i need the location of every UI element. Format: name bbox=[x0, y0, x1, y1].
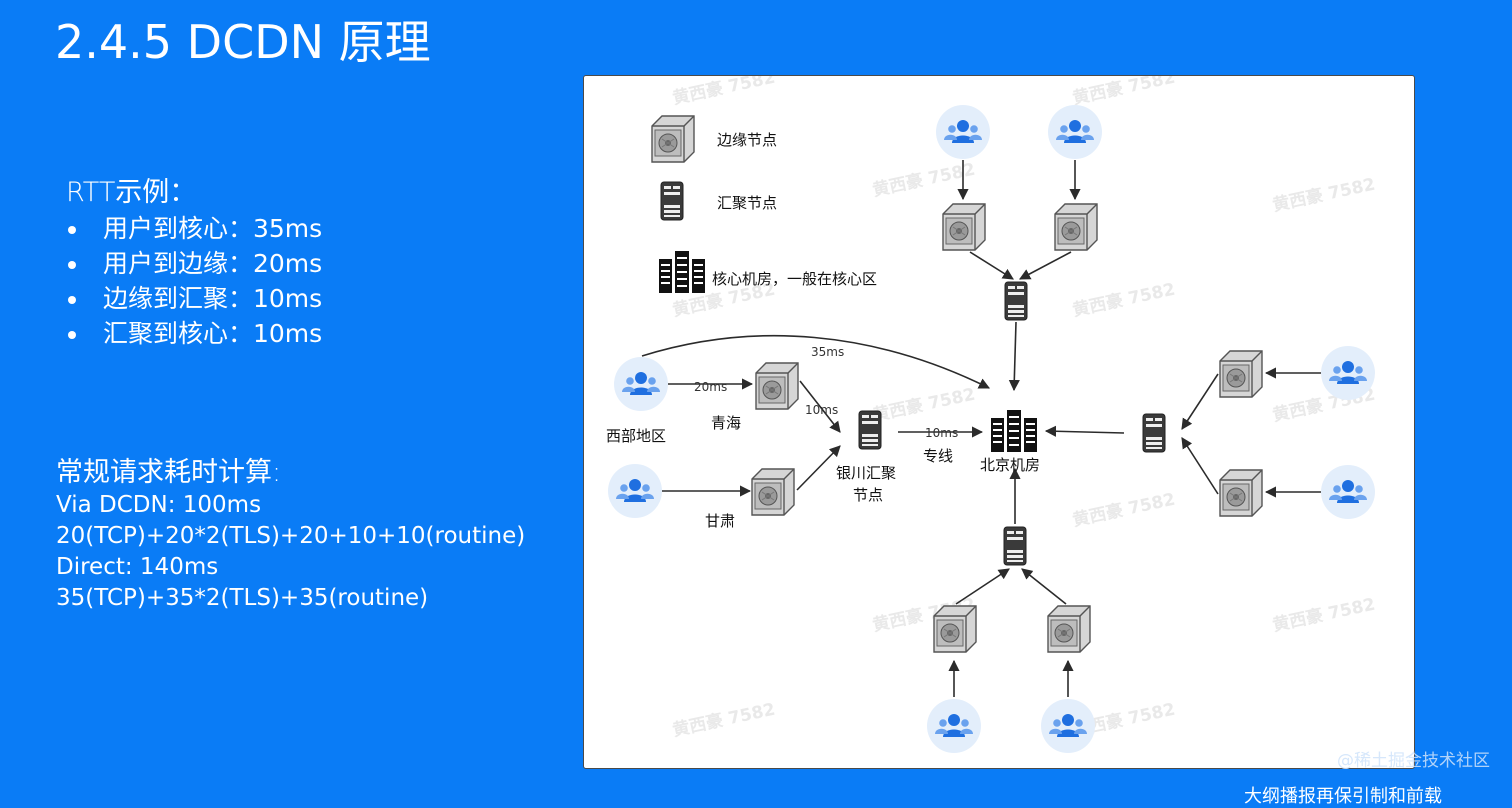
user-group-icon-east-2 bbox=[1321, 465, 1375, 519]
link-south-edge1-agg bbox=[955, 568, 1010, 605]
watermark: 黄西豪 7582 bbox=[871, 159, 977, 201]
edge-server-icon-east-2 bbox=[1219, 469, 1263, 517]
edge-server-icon-qinghai bbox=[755, 362, 799, 410]
aggregation-server-icon-top bbox=[1004, 281, 1028, 321]
node-labels: 西部地区 青海 甘肃 银川汇聚 节点 专线 北京机房 bbox=[606, 414, 1040, 530]
connection-layer bbox=[641, 160, 1321, 697]
core-datacenter-icon-beijing bbox=[991, 410, 1037, 452]
label-yinchuan-2: 节点 bbox=[853, 486, 883, 504]
rtt-item-user-edge: 用户到边缘：20ms bbox=[66, 246, 322, 281]
calc-heading: 常规请求耗时计算: bbox=[56, 457, 282, 488]
user-group-icon-top-2 bbox=[1048, 105, 1102, 159]
latency-user-edge: 20ms bbox=[694, 380, 727, 394]
label-gansu: 甘肃 bbox=[705, 512, 735, 530]
watermark: 黄西豪 7582 bbox=[871, 384, 977, 426]
legend-core-icon bbox=[659, 251, 705, 293]
user-group-icon-south-1 bbox=[927, 699, 981, 753]
latency-edge-agg: 10ms bbox=[805, 403, 838, 417]
watermark: 黄西豪 7582 bbox=[1071, 279, 1177, 321]
watermark: 黄西豪 7582 bbox=[671, 699, 777, 741]
link-west-direct-core bbox=[641, 334, 991, 389]
link-east-edge1-agg bbox=[1181, 373, 1219, 430]
rtt-item-agg-core: 汇聚到核心：10ms bbox=[66, 316, 322, 351]
rtt-list: 用户到核心：35ms 用户到边缘：20ms 边缘到汇聚：10ms 汇聚到核心：1… bbox=[66, 211, 322, 351]
rtt-heading: RTT示例： bbox=[66, 177, 197, 208]
calc-direct: Direct: 140ms bbox=[56, 554, 219, 580]
dcdn-diagram-canvas: 黄西豪 7582 黄西豪 7582 黄西豪 7582 黄西豪 7582 黄西豪 … bbox=[606, 76, 1377, 753]
slide-title: 2.4.5 DCDN 原理 bbox=[55, 15, 431, 69]
link-east-edge2-agg bbox=[1181, 437, 1219, 495]
calc-via-dcdn-formula: 20(TCP)+20*2(TLS)+20+10+10(routine) bbox=[56, 523, 526, 549]
legend-edge-label: 边缘节点 bbox=[717, 131, 777, 149]
calc-direct-formula: 35(TCP)+35*2(TLS)+35(routine) bbox=[56, 585, 429, 611]
watermark: 黄西豪 7582 bbox=[1271, 594, 1377, 636]
latency-agg-core: 10ms bbox=[925, 426, 958, 440]
calc-section: 常规请求耗时计算: Via DCDN: 100ms 20(TCP)+20*2(T… bbox=[56, 456, 525, 614]
footer-cut-text: 大纲播报再保引制和前载 bbox=[1244, 786, 1442, 807]
aggregation-server-icon-yinchuan bbox=[858, 410, 882, 450]
legend-aggregation-label: 汇聚节点 bbox=[717, 194, 777, 212]
label-west: 西部地区 bbox=[606, 427, 666, 445]
watermark: 黄西豪 7582 bbox=[1271, 174, 1377, 216]
watermark: 黄西豪 7582 bbox=[1071, 489, 1177, 531]
link-gansu-agg bbox=[796, 445, 841, 491]
label-beijing: 北京机房 bbox=[980, 456, 1040, 474]
site-watermark: @稀土掘金技术社区 bbox=[1337, 751, 1490, 771]
user-group-icon-gansu bbox=[608, 464, 662, 518]
user-group-icon-east-1 bbox=[1321, 346, 1375, 400]
rtt-item-edge-agg: 边缘到汇聚：10ms bbox=[66, 281, 322, 316]
watermark: 黄西豪 7582 bbox=[671, 76, 777, 109]
user-group-icon-west bbox=[614, 357, 668, 411]
label-qinghai: 青海 bbox=[711, 414, 741, 432]
legend-core-label: 核心机房，一般在核心区 bbox=[712, 270, 877, 288]
link-edge-top1-agg bbox=[969, 251, 1014, 280]
link-qinghai-agg bbox=[799, 380, 841, 433]
aggregation-server-icon-east bbox=[1142, 413, 1166, 453]
rtt-item-user-core: 用户到核心：35ms bbox=[66, 211, 322, 246]
label-yinchuan-1: 银川汇聚 bbox=[836, 464, 896, 482]
legend-edge-icon bbox=[651, 115, 695, 163]
watermark: 黄西豪 7582 bbox=[1071, 76, 1177, 109]
legend-aggregation-icon bbox=[660, 181, 684, 221]
link-edge-top2-agg bbox=[1019, 251, 1072, 280]
dcdn-diagram: 黄西豪 7582 黄西豪 7582 黄西豪 7582 黄西豪 7582 黄西豪 … bbox=[583, 75, 1415, 769]
edge-server-icon-top-1 bbox=[942, 203, 986, 251]
rtt-section: RTT示例： 用户到核心：35ms 用户到边缘：20ms 边缘到汇聚：10ms … bbox=[66, 170, 322, 351]
link-south-edge2-agg bbox=[1021, 568, 1067, 605]
calc-via-dcdn: Via DCDN: 100ms bbox=[56, 492, 262, 518]
edge-server-icon-south-2 bbox=[1047, 605, 1091, 653]
legend: 边缘节点 汇聚节点 核心机房，一般在核心区 bbox=[651, 115, 877, 293]
user-group-icon-south-2 bbox=[1041, 699, 1095, 753]
edge-server-icon-south-1 bbox=[933, 605, 977, 653]
latency-labels: 35ms 20ms 10ms 10ms bbox=[694, 345, 958, 440]
edge-server-icon-top-2 bbox=[1054, 203, 1098, 251]
link-agg-top-core bbox=[1008, 321, 1020, 392]
label-dedicated-line: 专线 bbox=[923, 447, 953, 465]
edge-server-icon-east-1 bbox=[1219, 350, 1263, 398]
link-east-agg-core bbox=[1044, 425, 1125, 437]
edge-server-icon-gansu bbox=[751, 468, 795, 516]
aggregation-server-icon-south bbox=[1003, 526, 1027, 566]
latency-direct: 35ms bbox=[811, 345, 844, 359]
user-group-icon-top-1 bbox=[936, 105, 990, 159]
